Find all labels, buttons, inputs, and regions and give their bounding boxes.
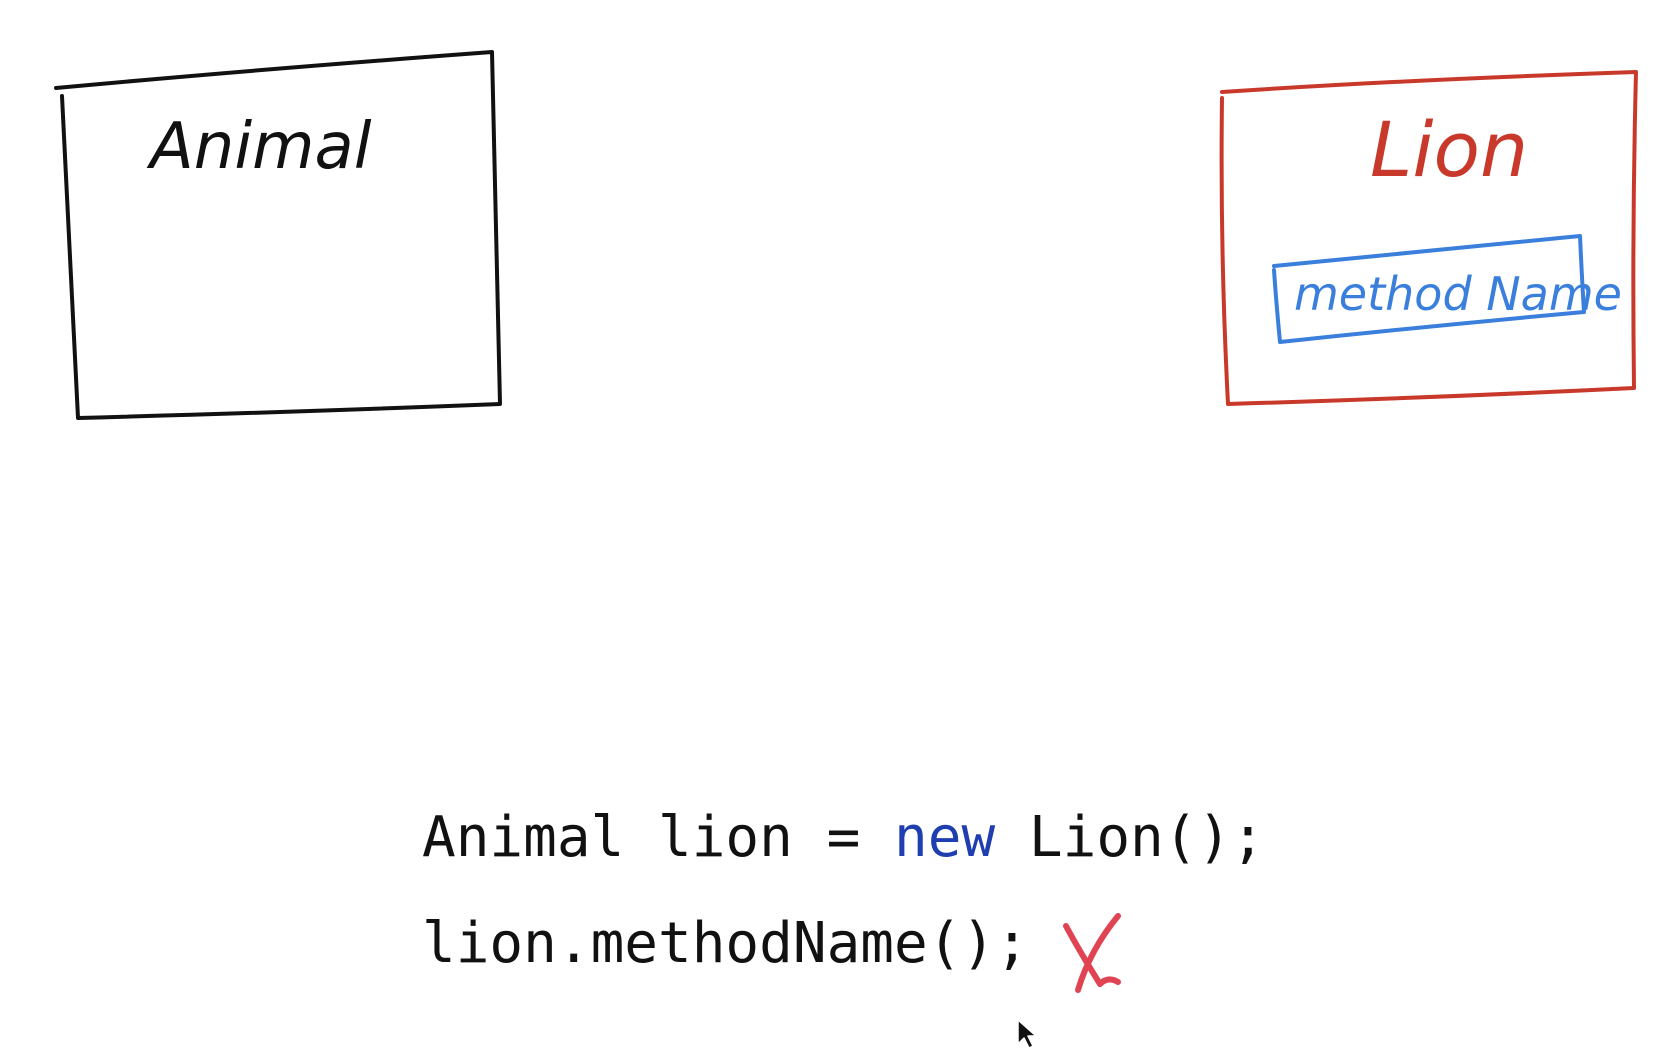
lion-box-outline [1219, 70, 1638, 406]
cross-icon [1063, 913, 1121, 993]
method-name-label: method Name [1294, 267, 1622, 321]
code-keyword-new: new [894, 805, 995, 870]
code-line-2: lion.methodName(); [422, 911, 1029, 976]
animal-box-outline [54, 50, 502, 420]
animal-box-label: Animal [146, 110, 372, 184]
lion-class-box: Lion method Name [1219, 70, 1638, 406]
code-line-1: Animal lion = new Lion(); [422, 805, 1265, 870]
method-name-box: method Name [1272, 234, 1622, 344]
code-line-1-part1: Animal lion = [422, 805, 894, 870]
lion-box-label: Lion [1370, 105, 1528, 194]
animal-class-box: Animal [54, 50, 502, 420]
mouse-pointer-icon [1017, 1019, 1037, 1049]
method-box-outline [1272, 234, 1586, 344]
code-line-1-part2: Lion(); [995, 805, 1265, 870]
